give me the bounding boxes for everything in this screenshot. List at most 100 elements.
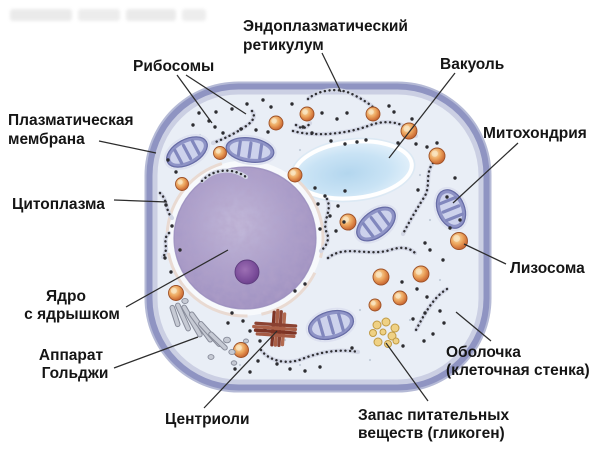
label-vacuole: Вакуоль [440, 56, 504, 73]
label-lysosome: Лизосома [510, 260, 585, 277]
leader-glycogen [385, 342, 429, 402]
ribosome-dot [303, 369, 307, 373]
ribosome-dot [318, 227, 322, 231]
glycogen-group [369, 317, 400, 348]
ribosome-dot [410, 117, 414, 121]
er-strand-ribosomes [401, 161, 435, 236]
lysosome-body [372, 268, 390, 286]
leader-golgi [113, 336, 199, 369]
ribosome-dot [266, 130, 270, 134]
golgi-vesicle [230, 360, 238, 366]
er-strand-ribosomes [414, 287, 449, 332]
ribosome-dot [441, 258, 445, 262]
leader-lysosome [463, 243, 507, 265]
glycogen-granule [384, 340, 392, 348]
glycogen-granule [379, 328, 387, 336]
ribosome-dot [448, 226, 452, 230]
ribosome-dot [163, 256, 167, 260]
ribosome-dot [214, 110, 218, 114]
label-mitochondria: Митохондрия [483, 125, 587, 142]
lysosome-body [428, 147, 446, 165]
ribosome-dot [226, 321, 230, 325]
ribosome-dot [248, 329, 252, 333]
free-ribosomes [163, 98, 462, 374]
leader-plasma-membrane [98, 140, 157, 154]
mitochondrion [305, 307, 357, 343]
ribosome-dot [345, 111, 349, 115]
ribosome-dot [174, 170, 178, 174]
er-strand-ribosomes [161, 231, 171, 259]
label-nucleus-2: с ядрышком [24, 306, 120, 323]
ribosome-dot [166, 158, 170, 162]
ribosome-dot [428, 248, 432, 252]
lysosome-body [168, 285, 184, 301]
ribosome-dot [423, 311, 427, 315]
ribosome-dot [423, 241, 427, 245]
ribosome-dot [313, 186, 317, 190]
ribosome-dot [414, 142, 418, 146]
ribosome-dot [254, 128, 258, 132]
leader-ribosomes-2 [185, 74, 247, 115]
lysosome-body [213, 146, 227, 160]
label-golgi-2: Гольджи [42, 365, 109, 382]
leader-vacuole [388, 72, 456, 159]
ribosome-dot [230, 311, 234, 315]
ribosome-dot [411, 317, 415, 321]
er-strand-ribosomes [326, 246, 417, 260]
leader-mitochondria [452, 142, 519, 204]
label-cell-wall-2: (клеточная стенка) [446, 362, 590, 379]
mitochondrion [163, 134, 211, 170]
ribosome-dot [425, 145, 429, 149]
nucleus-texture [174, 167, 316, 309]
ribosome-dot [425, 295, 429, 299]
glycogen-granule [372, 320, 382, 330]
ribosome-dot [422, 339, 426, 343]
label-ribosomes: Рибосомы [133, 58, 214, 75]
lysosome-body [175, 177, 189, 191]
ribosome-dot [458, 218, 462, 222]
leader-nucleus [125, 249, 229, 308]
label-plasma-membrane: Плазматическая [8, 112, 134, 129]
ribosome-dot [350, 346, 354, 350]
label-golgi: Аппарат [39, 347, 104, 364]
golgi-cisterna [175, 302, 191, 332]
ribosome-dot [343, 189, 347, 193]
glycogen-granule [369, 329, 377, 337]
label-cell-wall: Оболочка [446, 344, 521, 361]
ribosome-dot [335, 117, 339, 121]
ribosome-dot [342, 220, 346, 224]
golgi-vesicle [223, 336, 231, 344]
ribosome-dot [328, 214, 332, 218]
ribosome-dot [401, 344, 405, 348]
centrioles-structure [252, 308, 298, 348]
glycogen-granule [392, 337, 400, 345]
glycogen-granule [387, 331, 397, 341]
mitochondrion [433, 186, 469, 232]
ribosome-dot [438, 309, 442, 313]
mitochondrion [223, 134, 277, 166]
ribosome-dot [290, 102, 294, 106]
nucleus-rim [173, 166, 317, 310]
ribosome-dot [221, 131, 225, 135]
leader-lines [98, 52, 519, 409]
leader-cell-wall [455, 311, 492, 342]
ribosome-dot [320, 111, 324, 115]
ribosome-dot [392, 110, 396, 114]
golgi-vesicle [181, 297, 189, 305]
ribosome-dot [396, 141, 400, 145]
ribosome-dot [364, 138, 368, 142]
mitochondria-group [163, 134, 469, 343]
ribosome-dot [442, 321, 446, 325]
lysosome-body [368, 298, 382, 312]
ribosome-dot [323, 194, 327, 198]
label-endoplasmic-reticulum-2: ретикулум [243, 37, 324, 54]
glycogen-granule [390, 323, 400, 333]
lysosome-body [299, 106, 315, 122]
er-strand-ribosomes [211, 109, 255, 145]
glycogen-granule [381, 317, 391, 327]
golgi-vesicle [243, 338, 249, 344]
ribosome-dot [258, 339, 262, 343]
golgi-vesicle [207, 354, 215, 360]
lysosome-body [287, 167, 303, 183]
ribosome-dot [248, 370, 252, 374]
